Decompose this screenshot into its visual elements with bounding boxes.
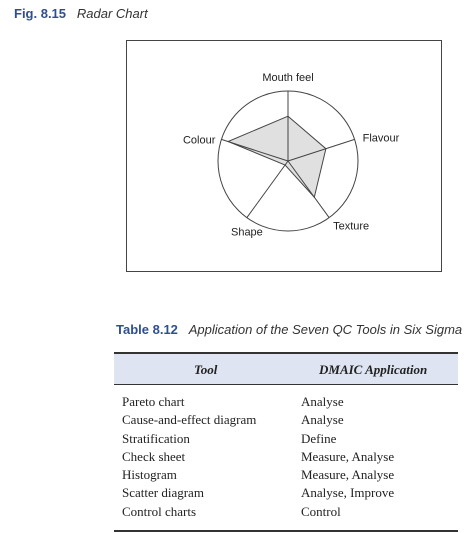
tool-cell: Histogram: [122, 467, 177, 483]
table-row: Check sheet Measure, Analyse: [114, 449, 458, 467]
figure-number: Fig. 8.15: [14, 6, 67, 21]
application-cell: Measure, Analyse: [301, 448, 395, 464]
radar-data-polygon: [226, 115, 327, 199]
qc-tools-table: Tool DMAIC Application Pareto chart Anal…: [114, 352, 458, 533]
radar-axis-line: [287, 160, 330, 218]
radar-axis-label: Mouth feel: [262, 72, 313, 84]
table-number: Table 8.12: [116, 322, 178, 337]
radar-axis-line: [221, 138, 289, 162]
table-caption: Table 8.12 Application of the Seven QC T…: [116, 322, 462, 337]
table-row: Control charts Control: [114, 504, 458, 522]
radar-axis-label: Colour: [183, 134, 216, 146]
table-row: Histogram Measure, Analyse: [114, 467, 458, 485]
table-title: Application of the Seven QC Tools in Six…: [188, 322, 463, 337]
table-body: Pareto chart Analyse Cause-and-effect di…: [114, 385, 458, 530]
table-row: Pareto chart Analyse: [114, 394, 458, 412]
radar-axis-label: Texture: [333, 221, 369, 233]
table-row: Scatter diagram Analyse, Improve: [114, 485, 458, 503]
header-dmaic-application: DMAIC Application: [319, 362, 428, 377]
tool-cell: Control charts: [122, 503, 197, 519]
application-cell: Analyse: [301, 394, 344, 409]
table-row: Stratification Define: [114, 431, 458, 449]
radar-axis-line: [246, 160, 289, 218]
application-cell: Analyse, Improve: [301, 485, 395, 501]
table-row: Cause-and-effect diagram Analyse: [114, 412, 458, 430]
application-cell: Control: [301, 503, 341, 519]
radar-axis-line: [287, 138, 355, 162]
table-header: Tool DMAIC Application: [114, 354, 458, 385]
tool-cell: Pareto chart: [122, 394, 185, 409]
tool-cell: Stratification: [122, 430, 190, 446]
tool-cell: Check sheet: [122, 448, 186, 464]
tool-cell: Cause-and-effect diagram: [122, 412, 257, 428]
figure-title: Radar Chart: [76, 6, 148, 21]
header-tool: Tool: [194, 362, 218, 377]
radar-axis-label: Shape: [231, 227, 263, 239]
application-cell: Measure, Analyse: [301, 467, 395, 483]
radar-axis-label: Flavour: [363, 132, 400, 144]
figure-caption: Fig. 8.15 Radar Chart: [14, 6, 148, 21]
tool-cell: Scatter diagram: [122, 485, 204, 501]
application-cell: Define: [301, 430, 337, 446]
application-cell: Analyse: [301, 412, 344, 428]
